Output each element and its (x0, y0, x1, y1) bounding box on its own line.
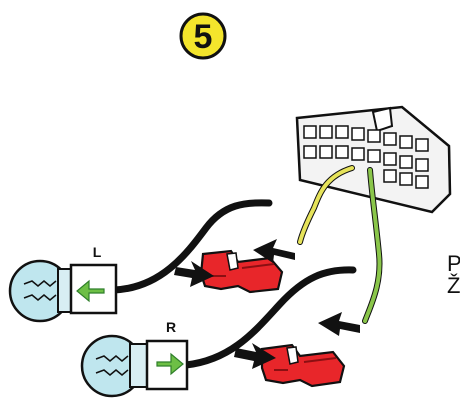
harness-connector (295, 105, 452, 214)
bulb-left-label: L (93, 244, 102, 260)
insert-arrow-right-lower (234, 343, 276, 369)
side-text-line-1: P (447, 251, 460, 276)
red-tap-connector-right (260, 343, 346, 388)
arrow-right-icon (156, 352, 184, 376)
red-tap-connector-left (199, 249, 284, 294)
arrow-left-icon (76, 279, 105, 303)
bulb-left: L (8, 244, 118, 323)
black-wire-right (182, 266, 357, 369)
insert-arrow-right-wire (318, 312, 360, 336)
bulb-right-label: R (166, 319, 176, 335)
side-text-line-2: Ž (447, 273, 460, 298)
insert-arrow-left-wire (253, 239, 295, 263)
step-badge: 5 (179, 12, 227, 60)
connector-pin-grid (303, 125, 429, 189)
black-wire-left (110, 199, 273, 294)
insert-arrow-left-lower (174, 261, 214, 287)
step-number: 5 (194, 18, 213, 56)
bulb-right: R (80, 319, 189, 398)
